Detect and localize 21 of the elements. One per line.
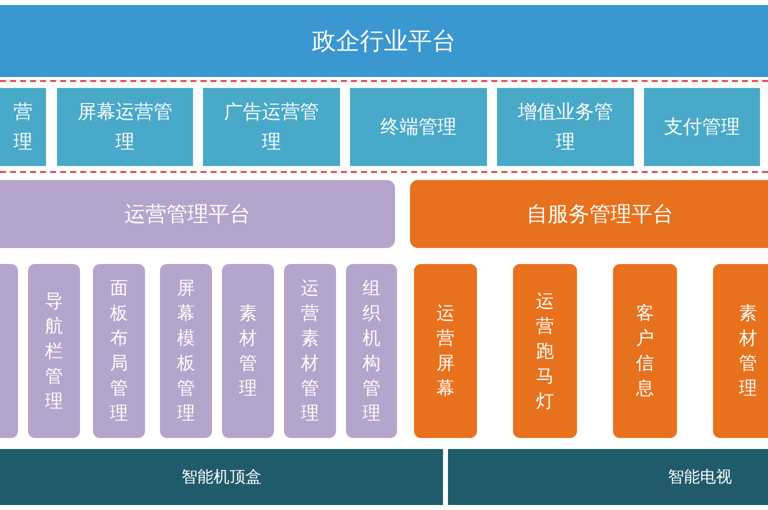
module-box: 广告运营管理: [203, 88, 340, 166]
platform-banner: 政企行业平台: [0, 5, 768, 77]
function-column: 客户信息: [613, 264, 677, 438]
function-column: 运营跑马灯: [513, 264, 577, 438]
platform-header: 自服务管理平台: [410, 180, 768, 248]
function-column: 面板布局管理: [93, 264, 145, 438]
function-column: 运营素材管理: [284, 264, 336, 438]
function-column: 导航栏管理: [28, 264, 80, 438]
function-column: 屏幕模板管理: [160, 264, 212, 438]
module-box: 营理: [0, 88, 46, 166]
platform-header: 运营管理平台: [0, 180, 395, 248]
device-bar: 智能机顶盒: [0, 449, 443, 505]
function-column: 素材管理: [713, 264, 768, 438]
function-column: 组织机构管理: [346, 264, 397, 438]
module-box: 屏幕运营管理: [57, 88, 193, 166]
function-column: 运营屏幕: [414, 264, 477, 438]
module-box: 支付管理: [644, 88, 760, 166]
module-box: 终端管理: [350, 88, 487, 166]
module-box: 增值业务管理: [497, 88, 634, 166]
function-column: 素材管理: [222, 264, 274, 438]
device-bar: 智能电视: [448, 449, 768, 505]
